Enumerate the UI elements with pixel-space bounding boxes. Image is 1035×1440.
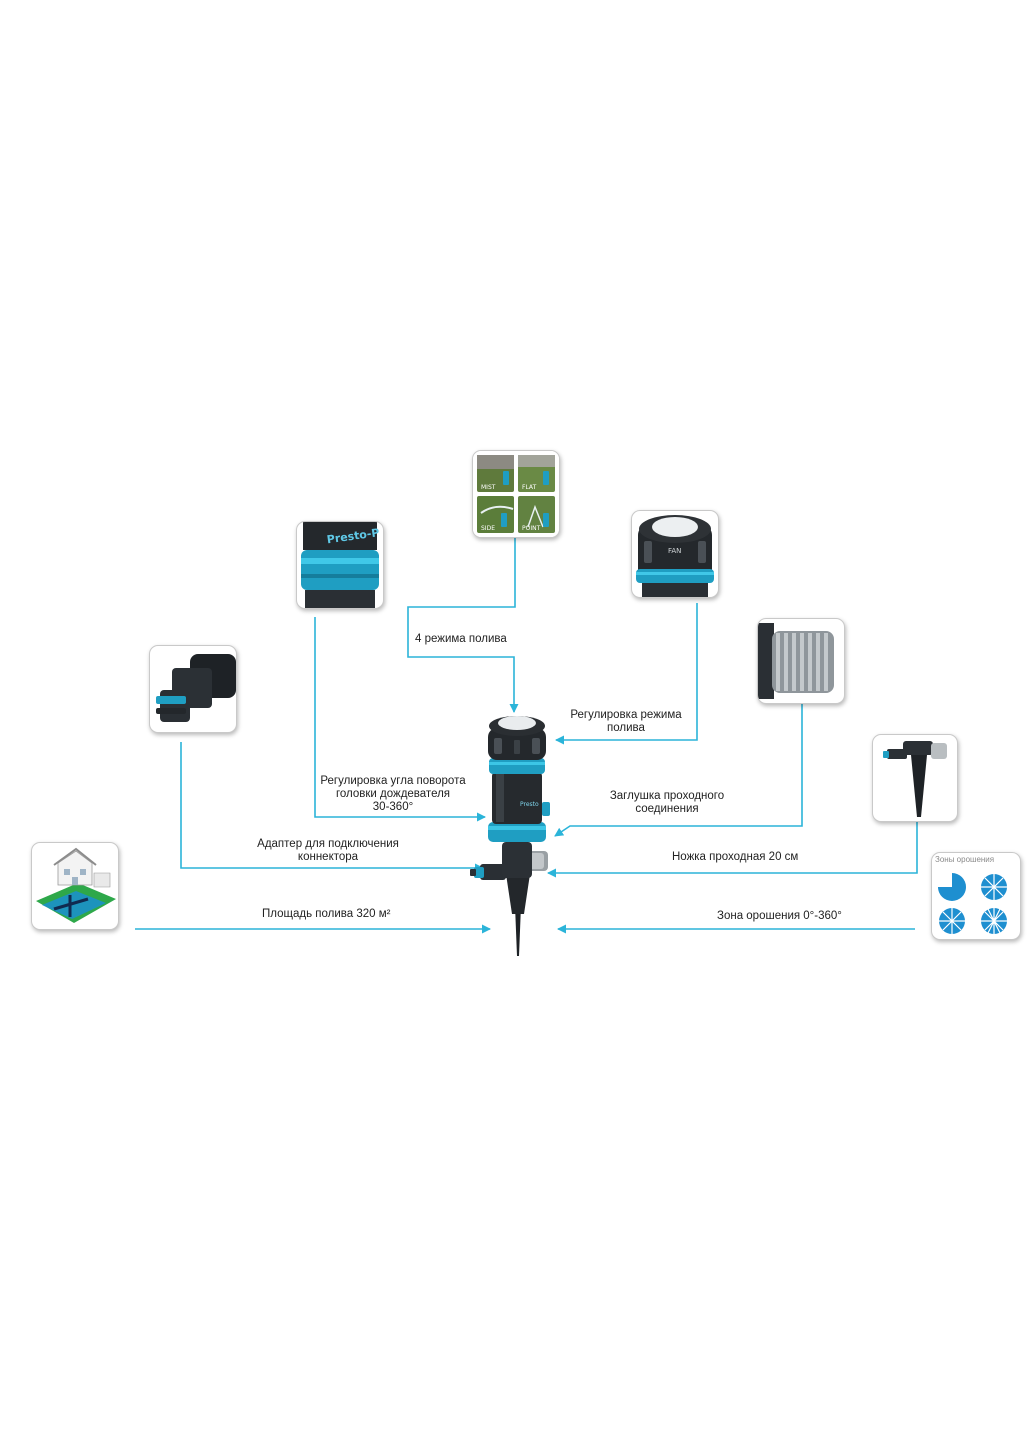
- callout-plug-line1: Заглушка проходного: [609, 790, 725, 802]
- callout-adapter-line2: коннектора: [297, 851, 359, 863]
- line-adapter: [180, 742, 484, 873]
- line-leg: [547, 822, 918, 878]
- line-angle: [314, 617, 486, 822]
- mode-dial-thumbnail: FAN: [631, 510, 719, 598]
- adapter-thumbnail: [149, 645, 237, 733]
- mode-label-2: FLAT: [522, 484, 537, 491]
- watering-area-thumbnail: [31, 842, 119, 930]
- callout-angle-line1: Регулировка угла поворота: [320, 775, 466, 787]
- rotation-head-thumbnail: Presto-P: [296, 521, 384, 609]
- mode-label-3: SIDE: [481, 525, 495, 532]
- callout-plug-line2: соединения: [635, 803, 699, 815]
- modes-grid-thumbnail: MIST FLAT SIDE POINT: [472, 450, 560, 538]
- callout-zone: Зона орошения 0°-360°: [717, 910, 842, 922]
- callout-angle-line3: 30-360°: [372, 801, 414, 813]
- callout-mode-adjust-line1: Регулировка режима: [570, 709, 682, 721]
- callout-leg: Ножка проходная 20 см: [672, 851, 799, 863]
- callout-angle: Регулировка угла поворота головки дождев…: [318, 775, 468, 814]
- irrigation-zones-thumbnail: Зоны орошения: [931, 852, 1021, 940]
- zone-icon-title: Зоны орошения: [935, 855, 995, 864]
- line-plug: [554, 702, 803, 837]
- callout-adapter-line1: Адаптер для подключения: [257, 838, 399, 850]
- sprinkler-product-image: Presto: [470, 716, 550, 956]
- mode-label-1: MIST: [481, 484, 496, 491]
- mode-dial-label: FAN: [668, 547, 681, 555]
- callout-modes: 4 режима полива: [415, 633, 507, 645]
- product-brand-text: Presto: [520, 801, 539, 808]
- callout-area: Площадь полива 320 м²: [262, 908, 391, 920]
- callout-mode-adjust: Регулировка режима полива: [566, 709, 686, 735]
- plug-thumbnail: [757, 618, 845, 704]
- spike-leg-thumbnail: [872, 734, 958, 822]
- mode-label-4: POINT: [522, 525, 541, 532]
- line-modes: [407, 506, 519, 713]
- line-mode-adjust: [555, 603, 698, 745]
- callout-angle-line2: головки дождевателя: [335, 788, 451, 800]
- callout-mode-adjust-line2: полива: [607, 722, 645, 734]
- callout-plug: Заглушка проходного соединения: [607, 790, 727, 816]
- callout-adapter: Адаптер для подключения коннектора: [252, 838, 404, 864]
